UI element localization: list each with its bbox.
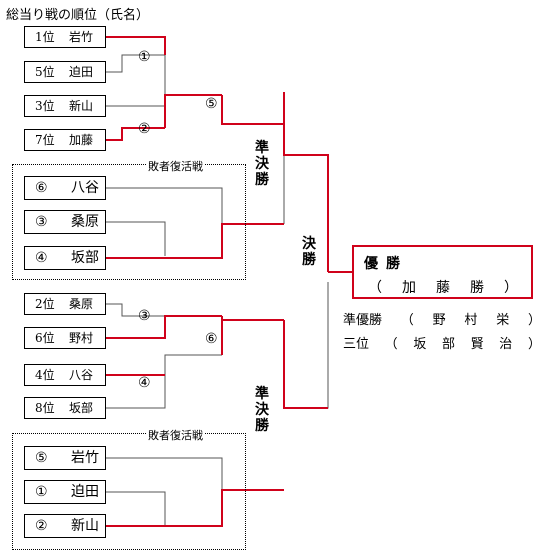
repechage-box: ④ 坂部 <box>24 246 106 270</box>
seed-box-1: 1位 岩竹 <box>24 26 106 48</box>
seed-box-3: 3位 新山 <box>24 95 106 117</box>
seed-name: 岩竹 <box>69 30 94 44</box>
seed-rank: 1位 <box>35 30 55 44</box>
repechage-box: ② 新山 <box>24 514 106 538</box>
seed-rank: 7位 <box>35 133 55 147</box>
bracket-title: 総当り戦の順位（氏名） <box>6 8 150 23</box>
seed-rank: 5位 <box>35 65 55 79</box>
winner-name: （ 加 藤 勝 ） <box>368 280 518 296</box>
match-number-6: ⑥ <box>205 331 218 347</box>
repechage-name: 坂部 <box>71 250 99 266</box>
seed-box-6: 6位 野村 <box>24 327 106 349</box>
repechage-box: ⑤ 岩竹 <box>24 446 106 470</box>
seed-name: 加藤 <box>69 133 94 147</box>
seed-name: 新山 <box>69 99 94 113</box>
repechage-frame-bottom <box>12 433 246 550</box>
repechage-name: 新山 <box>71 518 99 534</box>
repechage-name: 八谷 <box>71 180 99 196</box>
repechage-seed: ⑤ <box>35 450 48 466</box>
repechage-seed: ① <box>35 484 48 500</box>
semifinal-label-bottom: 準 決 勝 <box>254 386 270 434</box>
seed-name: 桑原 <box>69 297 94 311</box>
runner-up-row: 準優勝 （ 野 村 栄 ） <box>343 309 541 328</box>
repechage-seed: ⑥ <box>35 180 48 196</box>
match-number-4: ④ <box>138 375 151 391</box>
repechage-frame-top <box>12 164 246 280</box>
winner-title: 優勝 <box>364 256 408 272</box>
seed-name: 野村 <box>69 331 94 345</box>
semifinal-label-top: 準 決 勝 <box>254 140 270 188</box>
seed-rank: 2位 <box>35 297 55 311</box>
repechage-box: ③ 桑原 <box>24 210 106 234</box>
third-place-row: 三位 （ 坂 部 賢 治 ） <box>343 333 541 352</box>
seed-name: 迫田 <box>69 65 94 79</box>
repechage-label: 敗者復活戦 <box>146 158 205 174</box>
match-number-5: ⑤ <box>205 96 218 112</box>
seed-rank: 4位 <box>35 368 55 382</box>
match-number-1: ① <box>138 49 151 65</box>
match-number-3: ③ <box>138 308 151 324</box>
repechage-label: 敗者復活戦 <box>146 427 205 443</box>
seed-box-8: 8位 坂部 <box>24 397 106 419</box>
repechage-box: ① 迫田 <box>24 480 106 504</box>
result-label: 準優勝 <box>343 313 383 328</box>
seed-rank: 6位 <box>35 331 55 345</box>
seed-name: 八谷 <box>69 368 94 382</box>
winner-box: 優勝 （ 加 藤 勝 ） <box>352 245 533 299</box>
seed-box-5: 5位 迫田 <box>24 61 106 83</box>
seed-name: 坂部 <box>69 401 94 415</box>
seed-box-4: 4位 八谷 <box>24 364 106 386</box>
final-label: 決 勝 <box>301 236 317 268</box>
seed-box-7: 7位 加藤 <box>24 129 106 151</box>
repechage-name: 桑原 <box>71 214 99 230</box>
repechage-seed: ② <box>35 518 48 534</box>
seed-box-2: 2位 桑原 <box>24 293 106 315</box>
repechage-box: ⑥ 八谷 <box>24 176 106 200</box>
winner-path-lines <box>106 36 352 527</box>
repechage-seed: ③ <box>35 214 48 230</box>
match-number-2: ② <box>138 121 151 137</box>
seed-rank: 8位 <box>35 401 55 415</box>
repechage-name: 迫田 <box>71 484 99 500</box>
seed-rank: 3位 <box>35 99 55 113</box>
result-label: 三位 <box>343 337 370 352</box>
repechage-seed: ④ <box>35 250 48 266</box>
repechage-name: 岩竹 <box>71 450 99 466</box>
